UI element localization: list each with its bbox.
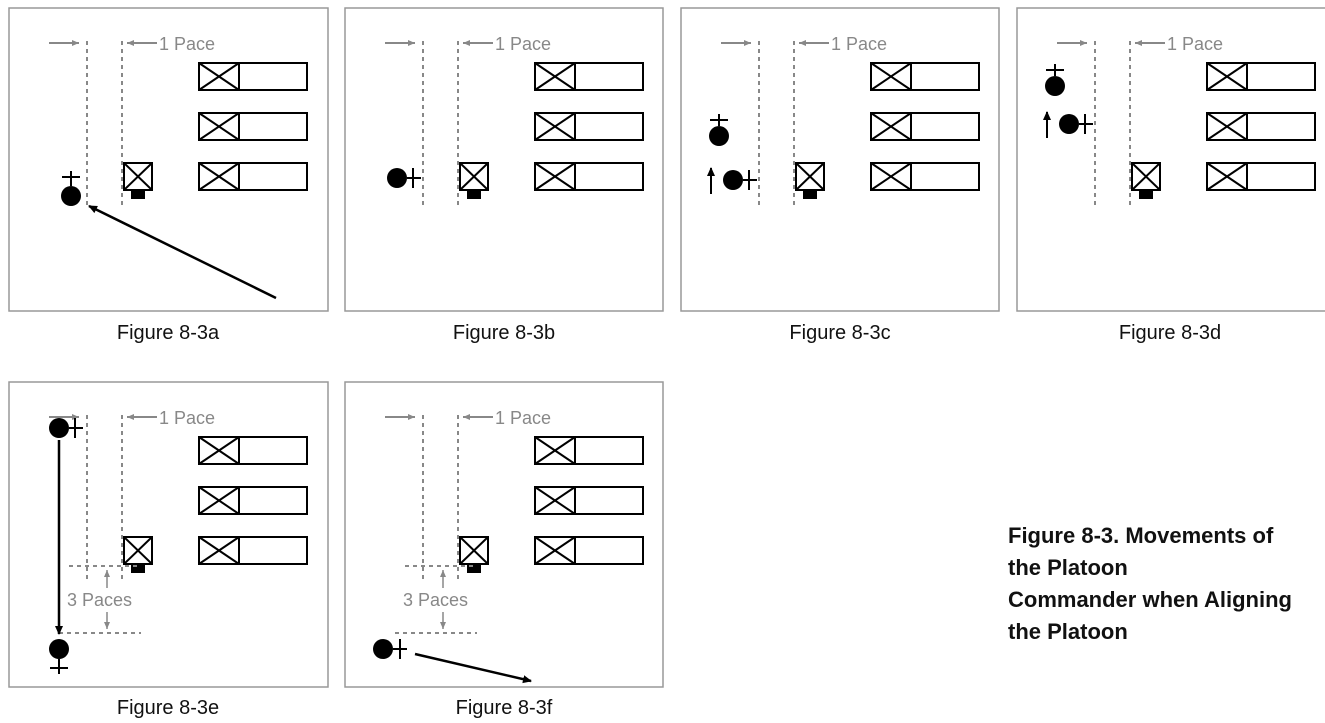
platoon-commander-symbol xyxy=(709,114,729,146)
one-pace-label: 1 Pace xyxy=(1167,34,1223,54)
platoon-commander-symbol xyxy=(373,639,407,659)
figure-8-3f-panel: 1 Pace 3 Paces xyxy=(344,381,664,688)
main-caption-line-1: Figure 8-3. Movements of the Platoon xyxy=(1008,523,1274,580)
main-figure-caption: Figure 8-3. Movements of the Platoon Com… xyxy=(1008,520,1308,648)
one-pace-label: 1 Pace xyxy=(495,408,551,428)
one-pace-label: 1 Pace xyxy=(159,408,215,428)
figure-8-3b-panel: 1 Pace xyxy=(344,7,664,312)
one-pace-label: 1 Pace xyxy=(159,34,215,54)
movement-arrow xyxy=(88,204,277,300)
main-caption-line-2: Commander when Aligning the Platoon xyxy=(1008,587,1292,644)
figure-8-3c-panel: 1 Pace xyxy=(680,7,1000,312)
figure-8-3d-caption: Figure 8-3d xyxy=(1119,322,1221,344)
figure-8-3c-caption: Figure 8-3c xyxy=(789,322,890,344)
platoon-commander-symbol xyxy=(1045,64,1065,96)
platoon-commander-symbol xyxy=(387,168,421,188)
platoon-commander-previous-position xyxy=(1059,114,1093,134)
figure-8-3a-panel: 1 Pace xyxy=(8,7,329,312)
platoon-commander-previous-position xyxy=(723,170,757,190)
platoon-commander-symbol xyxy=(61,171,81,206)
one-pace-label: 1 Pace xyxy=(495,34,551,54)
figure-8-3e-caption: Figure 8-3e xyxy=(117,697,219,719)
movement-arrow xyxy=(414,652,532,684)
platoon-commander-previous-position xyxy=(49,418,83,438)
figure-8-3f-caption: Figure 8-3f xyxy=(456,697,553,719)
three-paces-label: 3 Paces xyxy=(403,590,468,610)
one-pace-label: 1 Pace xyxy=(831,34,887,54)
figure-8-3b-caption: Figure 8-3b xyxy=(453,322,555,344)
platoon-commander-symbol xyxy=(49,639,69,674)
figure-8-3a-caption: Figure 8-3a xyxy=(117,322,220,344)
three-paces-label: 3 Paces xyxy=(67,590,132,610)
figure-8-3d-panel: 1 Pace xyxy=(1016,7,1325,312)
figure-8-3e-panel: 1 Pace 3 Paces xyxy=(8,381,329,688)
